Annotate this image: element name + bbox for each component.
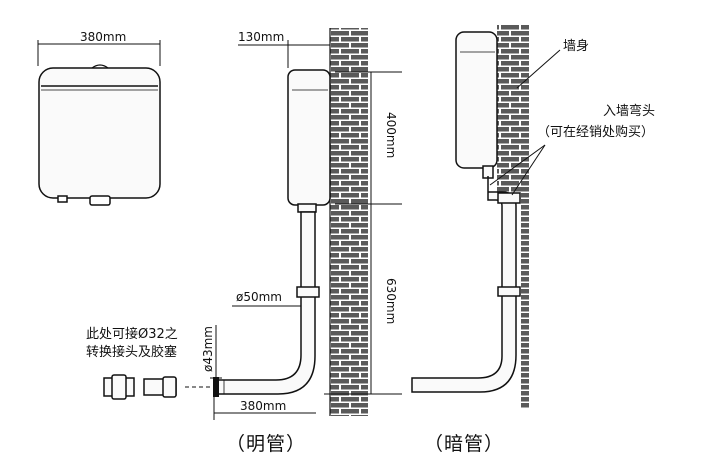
front-view-tank — [37, 40, 161, 206]
outlet-diameter-lines — [210, 325, 222, 379]
tank-width-label: 380mm — [80, 30, 126, 44]
brick-wall-exposed — [330, 28, 368, 416]
pipe-diameter-label: ø50mm — [236, 290, 282, 304]
connector-note-line1: 此处可接Ø32之 — [86, 326, 178, 342]
wall-leader — [516, 49, 561, 89]
offset-dimension — [238, 40, 330, 68]
caption-concealed: （暗管） — [424, 433, 504, 455]
elbow-label-line1: 入墙弯头 — [603, 103, 655, 119]
bottom-length-label: 380mm — [240, 399, 286, 413]
concealed-pipe — [411, 176, 521, 393]
pipe-end-cap — [213, 377, 219, 397]
bottom-length-lines — [213, 395, 316, 420]
connector-note-line2: 转换接头及胶塞 — [86, 344, 177, 360]
elbow-label-line2: （可在经销处购买） — [537, 124, 654, 140]
caption-exposed: （明管） — [226, 433, 306, 455]
outlet-diameter-label: ø43mm — [201, 326, 215, 372]
connector-pieces — [103, 374, 177, 400]
concealed-tank-side — [455, 31, 498, 179]
height-lower-label: 630mm — [384, 278, 398, 324]
height-upper-label: 400mm — [384, 112, 398, 158]
height-dimension-lines — [324, 71, 402, 395]
exposed-pipe — [214, 203, 320, 395]
offset-label: 130mm — [238, 30, 284, 44]
elbow-leaders — [489, 144, 546, 196]
exposed-tank-side — [287, 69, 331, 206]
wall-label: 墙身 — [563, 38, 589, 54]
